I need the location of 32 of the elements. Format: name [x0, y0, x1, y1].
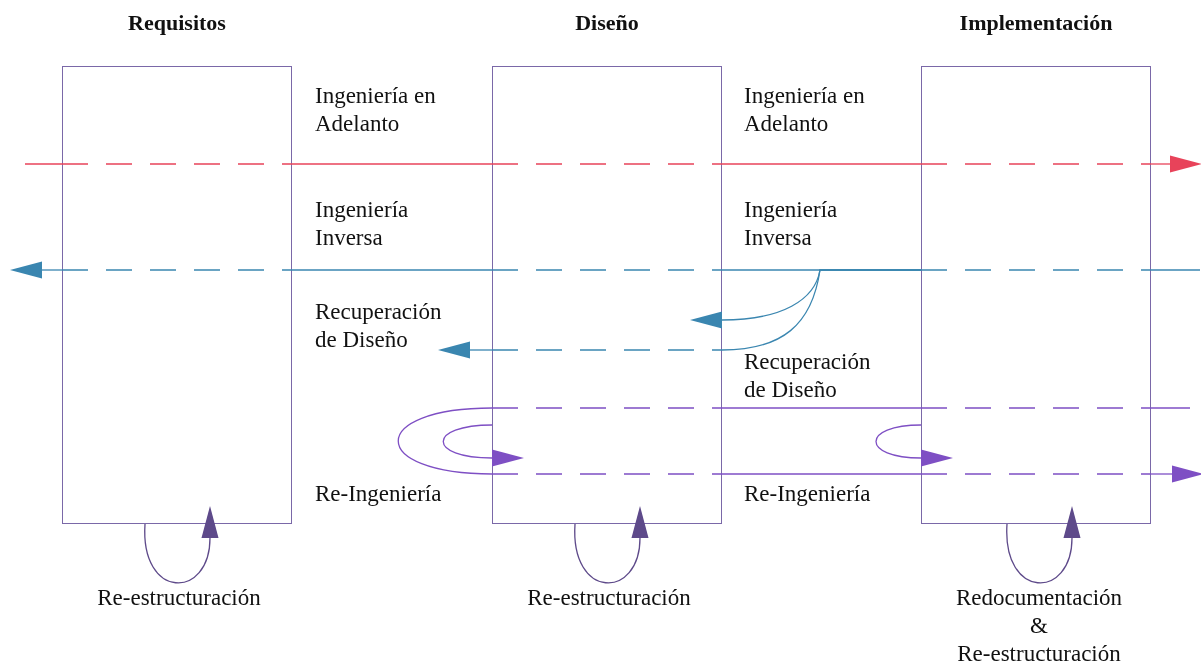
- arrow: [10, 261, 63, 279]
- arrow: [438, 341, 493, 359]
- edge-label: Ingeniería Inversa: [743, 196, 839, 252]
- phase-title: Requisitos: [127, 10, 227, 36]
- edge-label: Re-Ingeniería: [314, 480, 443, 508]
- loop-arrow: [875, 424, 953, 467]
- phase-title: Implementación: [958, 10, 1114, 36]
- connector-line: [291, 163, 493, 165]
- edge-label: Ingeniería en Adelanto: [314, 82, 437, 138]
- phase-title: Diseño: [574, 10, 640, 36]
- edge-label: Re-estructuración: [526, 584, 692, 612]
- edge-label: Re-estructuración: [96, 584, 262, 612]
- connector-line: [1150, 407, 1191, 409]
- arrow: [1150, 465, 1201, 483]
- edge-label: Re-Ingeniería: [743, 480, 872, 508]
- connector-line: [24, 163, 63, 165]
- edge-label: Ingeniería Inversa: [314, 196, 410, 252]
- loop-arrow: [574, 506, 649, 584]
- loop-arrow: [144, 506, 219, 584]
- connector-line: [721, 473, 922, 475]
- loop-arrow: [1006, 506, 1081, 584]
- arrow: [1150, 155, 1201, 173]
- connector-line: [291, 269, 493, 271]
- edge-label: Redocumentación & Re-estructuración: [954, 584, 1124, 664]
- edge-label: Recuperación de Diseño: [743, 348, 872, 404]
- connector-line: [721, 407, 922, 409]
- loop-arrow: [442, 424, 524, 467]
- edge-label: Ingeniería en Adelanto: [743, 82, 866, 138]
- connector-line: [721, 163, 922, 165]
- connector-line: [721, 269, 922, 351]
- edge-label: Recuperación de Diseño: [314, 298, 443, 354]
- connector-line: [1150, 269, 1201, 271]
